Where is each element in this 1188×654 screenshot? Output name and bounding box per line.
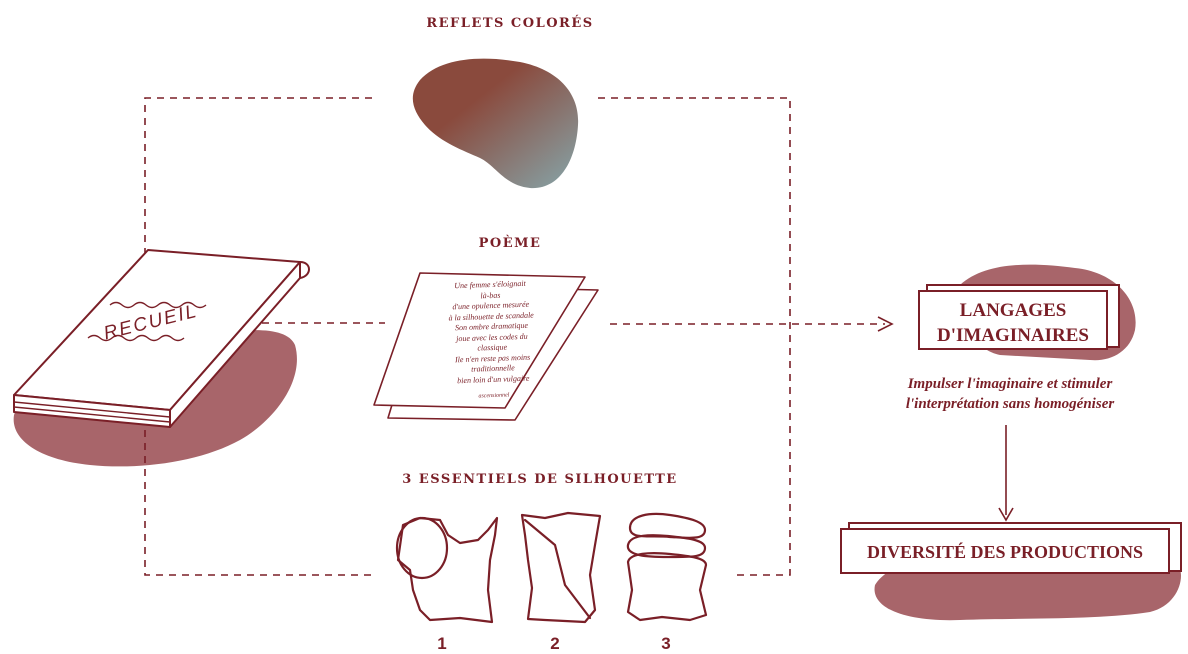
poem-text: Une femme s'éloignait là-bas d'une opule… bbox=[410, 277, 574, 404]
silhouette-number-2: 2 bbox=[550, 634, 560, 653]
langages-imaginaires-box: LANGAGES D'IMAGINAIRES bbox=[918, 290, 1108, 350]
poem-sheets-icon bbox=[373, 272, 599, 421]
book-wave-bottom bbox=[87, 334, 185, 342]
silhouette-1-icon bbox=[395, 516, 499, 624]
arrow-head-diversite bbox=[998, 507, 1014, 522]
arrow-head-langages bbox=[877, 316, 894, 332]
silhouette-3-icon bbox=[626, 512, 708, 622]
silhouette-number-3: 3 bbox=[661, 634, 671, 653]
silhouette-label: 3 ESSENTIELS DE SILHOUETTE bbox=[402, 472, 678, 487]
diversite-productions-box: DIVERSITÉ DES PRODUCTIONS bbox=[840, 528, 1170, 574]
silhouette-number-1: 1 bbox=[437, 634, 447, 653]
book-wave-top bbox=[109, 301, 207, 309]
langages-subtitle: Impulser l'imaginaire et stimuler l'inte… bbox=[860, 374, 1160, 414]
reflets-colores-label: REFLETS COLORÉS bbox=[426, 16, 594, 31]
reflets-colores-blob bbox=[412, 58, 579, 189]
langages-line-2: D'IMAGINAIRES bbox=[936, 325, 1090, 346]
connector-top-right bbox=[598, 97, 791, 576]
silhouette-2-icon bbox=[520, 511, 602, 624]
langages-line-1: LANGAGES bbox=[959, 300, 1067, 321]
poeme-label: POÈME bbox=[478, 236, 542, 251]
subtitle-line-2: l'interprétation sans homogéniser bbox=[905, 396, 1115, 412]
recueil-book-icon bbox=[13, 249, 310, 428]
subtitle-line-1: Impulser l'imaginaire et stimuler bbox=[907, 376, 1113, 392]
